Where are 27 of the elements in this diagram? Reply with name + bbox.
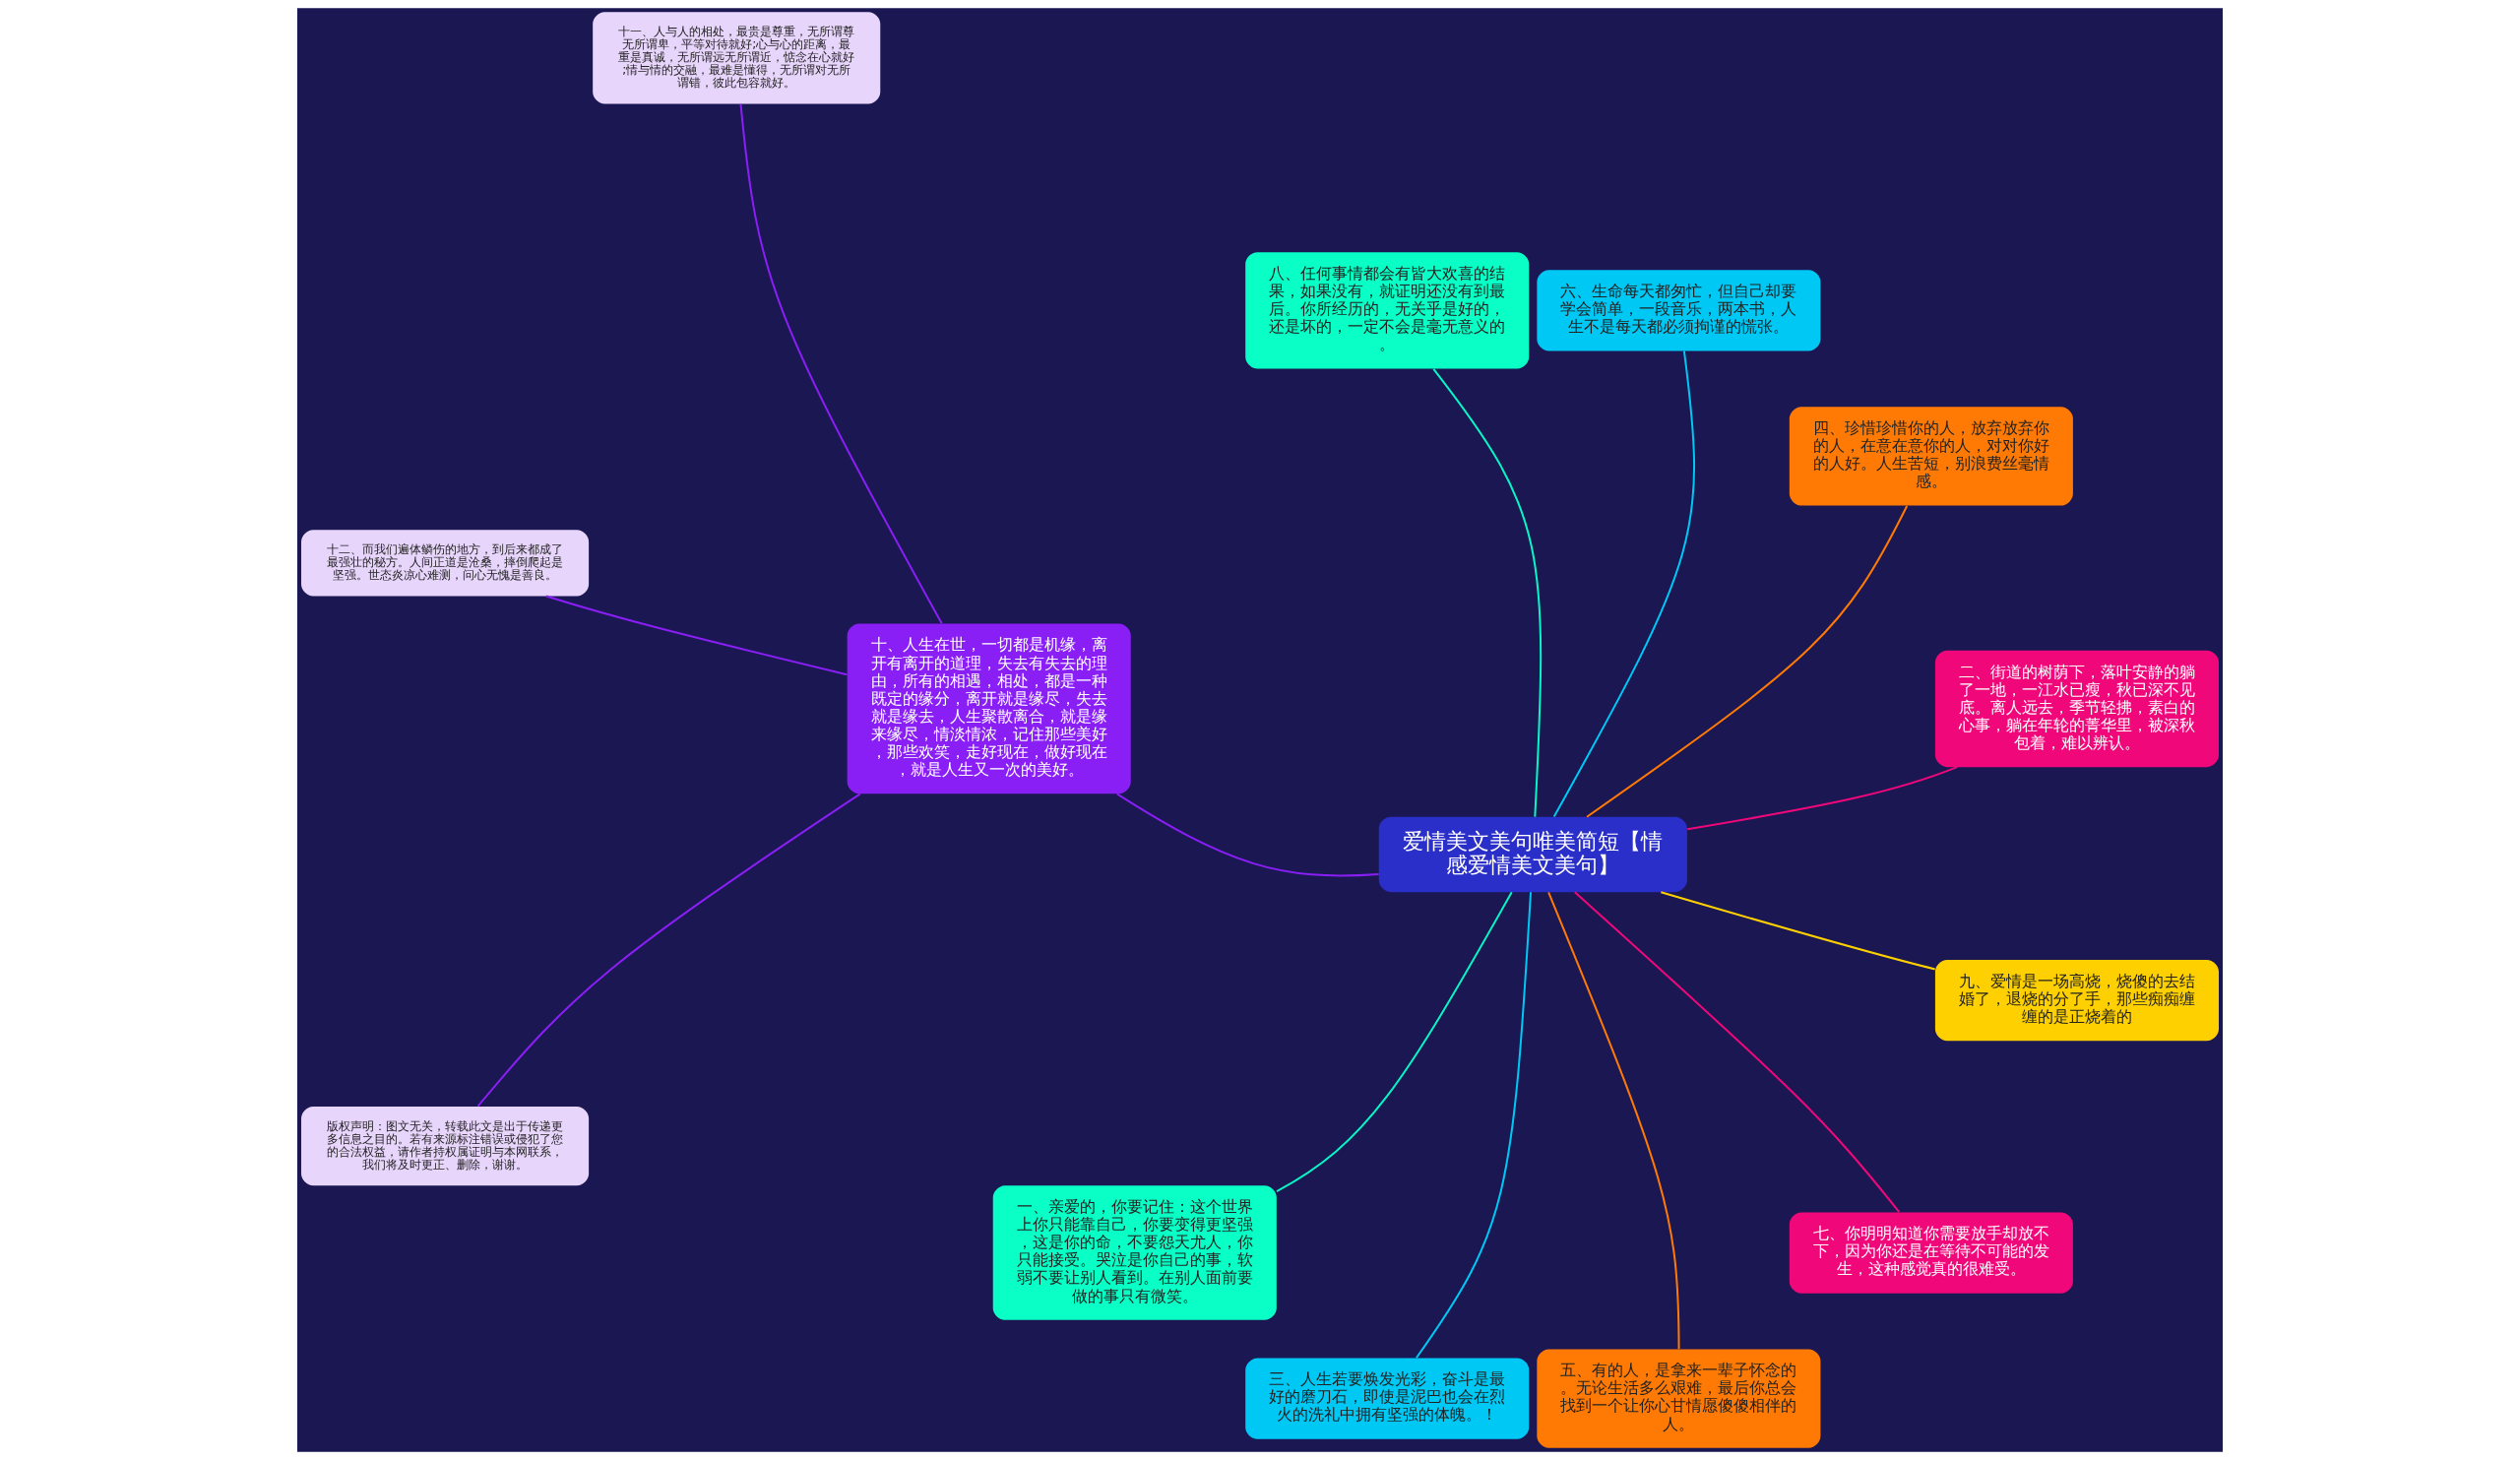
connector bbox=[1687, 766, 1958, 831]
connector bbox=[739, 103, 943, 624]
node-box: 爱情美文美句唯美简短【情感爱情美文美句】 bbox=[1378, 816, 1687, 893]
connector bbox=[1432, 368, 1543, 817]
connector bbox=[1552, 350, 1695, 818]
node-box: 五、有的人，是拿来一辈子怀念的。无论生活多么艰难，最后你总会找到一个让你心甘情愿傻傻相伴的人。 bbox=[1537, 1349, 1821, 1448]
node-box: 一、亲爱的，你要记住：这个世界上你只能靠自己，你要变得更坚强，这是你的命，不要怨天尤人，你只能接受。哭泣是你自己的事，软弱不要让别人看到。在别人面前要做的事只有微笑。 bbox=[992, 1185, 1277, 1320]
node-box: 八、任何事情都会有皆大欢喜的结果，如果没有，就证明还没有到最后。你所经历的，无关乎是好的，还是坏的，一定不会是毫无意义的。 bbox=[1245, 252, 1530, 369]
connector bbox=[476, 793, 861, 1108]
connector bbox=[545, 595, 848, 676]
connector bbox=[1586, 505, 1909, 818]
node-box: 三、人生若要焕发光彩，奋斗是最好的磨刀石，即使是泥巴也会在烈火的洗礼中拥有坚强的体魄。！ bbox=[1245, 1358, 1530, 1439]
node-box: 二、街道的树荫下，落叶安静的躺了一地，一江水已瘦，秋已深不见底。离人远去，季节轻拂，素白的心事，躺在年轮的菁华里，被深秋包着，难以辨认。 bbox=[1934, 650, 2219, 768]
node-box: 六、生命每天都匆忙，但自己却要学会简单，一段音乐，两本书，人生不是每天都必须拘谨的慌张。 bbox=[1537, 270, 1821, 351]
node-box: 四、珍惜珍惜你的人，放弃放弃你的人，在意在意你的人，对对你好的人好。人生苦短，别浪费丝毫情感。 bbox=[1789, 407, 2073, 506]
connector bbox=[1574, 891, 1901, 1213]
node-box: 十一、人与人的相处，最贵是尊重，无所谓尊无所谓卑，平等对待就好;心与心的距离，最重是真诚，无所谓远无所谓近，惦念在心就好;情与情的交融，最难是懂得，无所谓对无所谓错，彼此包容就好。 bbox=[593, 12, 881, 104]
node-box: 版权声明：图文无关，转载此文是出于传递更多信息之目的。若有来源标注错误或侵犯了您的合法权益，请作者持权属证明与本网联系，我们将及时更正、删除，谢谢。 bbox=[301, 1107, 590, 1186]
node-box: 七、你明明知道你需要放手却放不下，因为你还是在等待不可能的发生，这种感觉真的很难受。 bbox=[1789, 1212, 2073, 1294]
node-box: 十、人生在世，一切都是机缘，离开有离开的道理，失去有失去的理由，所有的相遇，相处，都是一种既定的缘分，离开就是缘尽，失去就是缘去，人生聚散离合，就是缘来缘尽，情淡情浓，记住那些美好，那些欢笑，走好现在，做好现在，就是人生又一次的美好。 bbox=[847, 623, 1131, 794]
connector bbox=[1416, 892, 1533, 1359]
connector bbox=[1661, 891, 1935, 971]
node-box: 九、爱情是一场高烧，烧傻的去结婚了，退烧的分了手，那些痴痴缠缠的是正烧着的 bbox=[1934, 959, 2219, 1042]
connector bbox=[1276, 891, 1513, 1192]
connector bbox=[1547, 892, 1680, 1350]
connector bbox=[1116, 793, 1379, 877]
node-box: 十二、而我们遍体鳞伤的地方，到后来都成了最强壮的秘方。人间正道是沧桑，摔倒爬起是坚强。世态炎凉心难测，问心无愧是善良。 bbox=[301, 530, 590, 597]
